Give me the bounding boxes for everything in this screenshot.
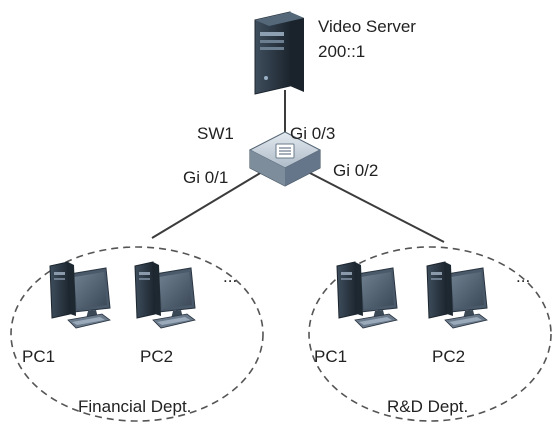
pc2-financial-icon	[134, 261, 196, 329]
pc1-financial-label: PC1	[22, 347, 55, 366]
switch-name-label: SW1	[197, 124, 234, 143]
video-server-icon	[254, 11, 304, 95]
server-name-label: Video Server	[318, 17, 416, 36]
switch-icon	[248, 131, 322, 187]
group-financial-boundary	[10, 246, 264, 422]
server-address-label: 200::1	[318, 42, 365, 61]
port-left-label: Gi 0/1	[183, 168, 228, 187]
group-financial-more: ...	[223, 267, 237, 286]
pc1-rnd-label: PC1	[314, 347, 347, 366]
pc1-rnd-icon	[336, 261, 398, 329]
pc2-financial-label: PC2	[140, 347, 173, 366]
pc2-rnd-label: PC2	[432, 347, 465, 366]
group-financial-name: Financial Dept.	[78, 397, 191, 416]
left-cable	[151, 171, 263, 239]
group-rnd-more: ...	[516, 267, 530, 286]
port-right-label: Gi 0/2	[333, 161, 378, 180]
port-uplink-label: Gi 0/3	[290, 124, 335, 143]
right-cable	[307, 171, 445, 243]
group-rnd-name: R&D Dept.	[387, 397, 468, 416]
pc2-rnd-icon	[426, 261, 488, 329]
group-financial: ... PC1 PC2 Financial Dept.	[10, 246, 264, 422]
group-rnd: ... PC1 PC2 R&D Dept.	[308, 246, 552, 422]
pc1-financial-icon	[49, 261, 111, 329]
group-rnd-boundary	[308, 246, 552, 422]
